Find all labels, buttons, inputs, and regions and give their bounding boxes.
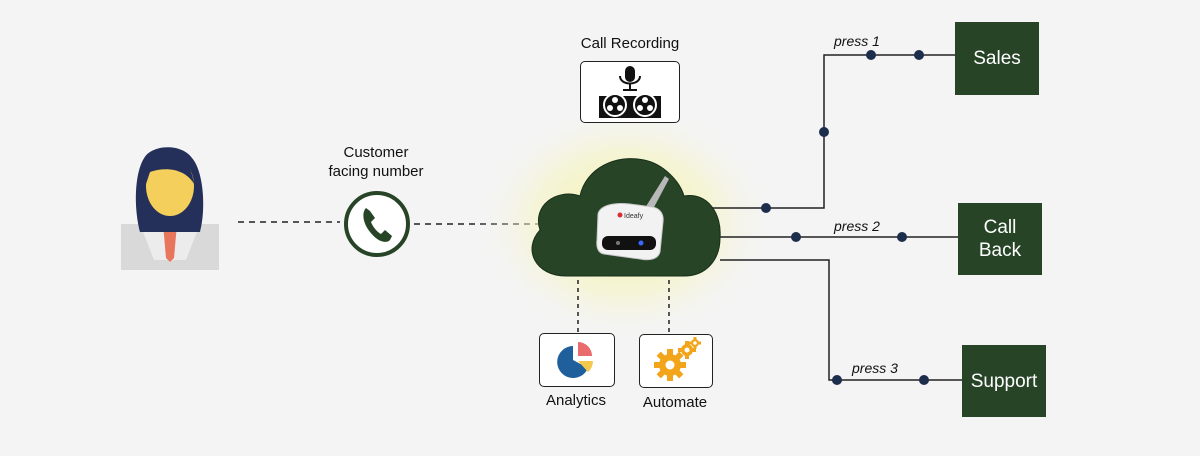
automate-box[interactable]: [639, 334, 713, 388]
call-back-line1: Call: [983, 217, 1017, 238]
router-device: [596, 176, 669, 261]
automate-label: Automate: [642, 394, 708, 411]
node: [761, 203, 771, 213]
router-brand: Ideafy: [624, 213, 644, 220]
customer-number-label: Customer facing number: [306, 143, 446, 181]
pie-chart-icon: [557, 342, 593, 378]
customer-avatar: [121, 147, 219, 270]
node: [819, 127, 829, 137]
analytics-box[interactable]: [539, 333, 615, 387]
call-back-box[interactable]: Call Back: [958, 203, 1042, 275]
node: [914, 50, 924, 60]
recorder-icon: [599, 66, 661, 118]
call-back-line2: Back: [978, 240, 1022, 261]
node: [866, 50, 876, 60]
press-1-label: press 1: [834, 33, 880, 49]
customer-number-line2: facing number: [328, 163, 424, 180]
press-2-label: press 2: [834, 218, 880, 234]
analytics-label: Analytics: [545, 392, 607, 409]
node: [791, 232, 801, 242]
customer-number-line1: Customer: [343, 144, 409, 161]
route-nodes: [761, 50, 929, 385]
node: [897, 232, 907, 242]
node: [832, 375, 842, 385]
sales-box[interactable]: Sales: [955, 22, 1039, 95]
gears-icon: [654, 337, 701, 381]
call-recording-label: Call Recording: [580, 35, 680, 52]
node: [919, 375, 929, 385]
press-3-label: press 3: [852, 360, 898, 376]
call-recording-box: [580, 61, 680, 123]
support-box[interactable]: Support: [962, 345, 1046, 417]
phone-icon: [344, 191, 410, 257]
